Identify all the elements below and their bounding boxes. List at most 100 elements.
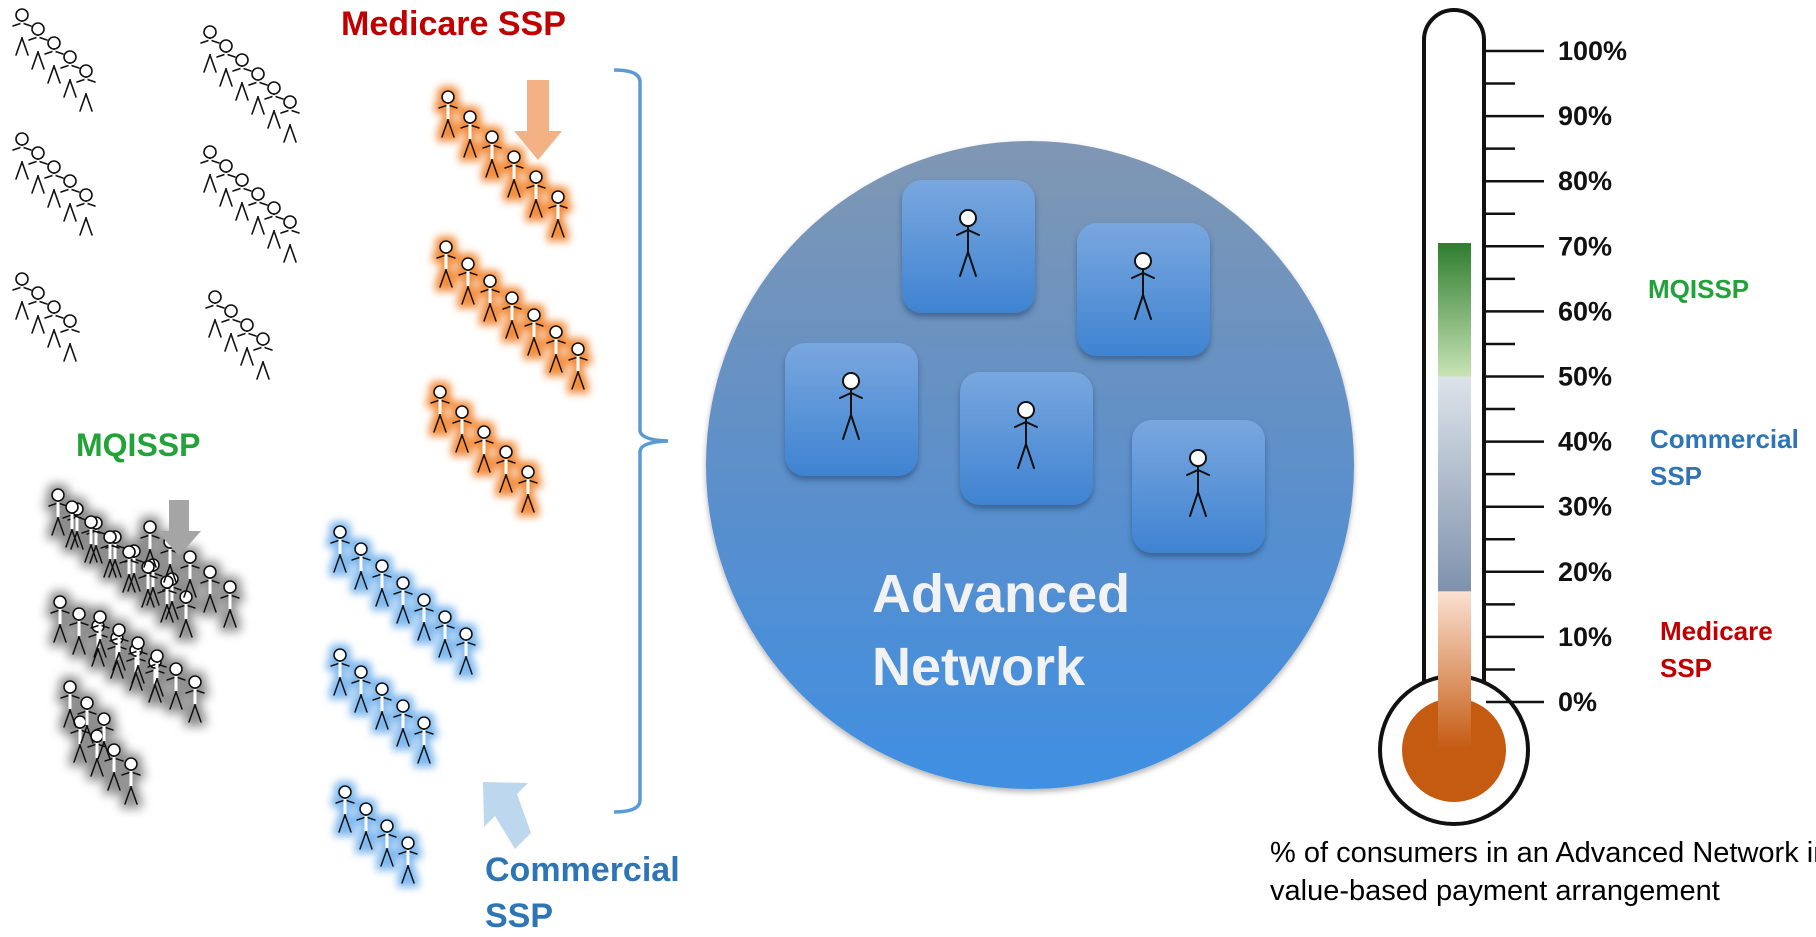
tick-label: 20% bbox=[1558, 557, 1612, 587]
person-icon bbox=[502, 291, 522, 339]
advanced-network: Advanced Network bbox=[706, 141, 1354, 789]
person-icon bbox=[180, 550, 200, 598]
person-icon bbox=[452, 405, 472, 453]
person-icon bbox=[248, 67, 268, 115]
person-icon bbox=[121, 757, 141, 805]
tick-label: 90% bbox=[1558, 101, 1612, 131]
person-icon bbox=[526, 170, 546, 218]
tick-label: 100% bbox=[1558, 36, 1627, 66]
person-icon bbox=[237, 318, 257, 366]
person-icon bbox=[393, 576, 413, 624]
person-icon bbox=[351, 665, 371, 713]
tick-label: 80% bbox=[1558, 166, 1612, 196]
person-icon bbox=[460, 110, 480, 158]
person-icon bbox=[185, 675, 205, 723]
person-icon bbox=[200, 565, 220, 613]
legend-commercial-line2: SSP bbox=[1650, 461, 1703, 491]
person-icon bbox=[200, 25, 220, 73]
person-icon bbox=[264, 81, 284, 129]
diagonal-arrow-icon bbox=[483, 782, 531, 849]
down-arrow-icon bbox=[514, 80, 562, 160]
person-icon bbox=[12, 272, 32, 320]
person-icon bbox=[280, 95, 300, 143]
person-icon bbox=[335, 785, 355, 833]
person-icon bbox=[568, 342, 588, 390]
person-icon bbox=[548, 190, 568, 238]
person-icon bbox=[438, 90, 458, 138]
legend-commercial-line1: Commercial bbox=[1650, 424, 1799, 454]
mqissp-left-label: MQISSP bbox=[76, 427, 201, 463]
person-icon bbox=[393, 699, 413, 747]
person-icon bbox=[430, 385, 450, 433]
thermometer-icon bbox=[1378, 8, 1544, 826]
person-icon bbox=[12, 132, 32, 180]
person-icon bbox=[28, 146, 48, 194]
person-icon bbox=[518, 465, 538, 513]
person-icon bbox=[90, 610, 110, 658]
crowd-commercial bbox=[330, 525, 476, 884]
thermometer-caption-line1: % of consumers in an Advanced Network in bbox=[1270, 837, 1816, 869]
person-icon bbox=[372, 559, 392, 607]
person-icon bbox=[76, 64, 96, 112]
person-icon bbox=[398, 836, 418, 884]
person-icon bbox=[205, 290, 225, 338]
person-icon bbox=[436, 240, 456, 288]
tick-label: 60% bbox=[1558, 296, 1612, 326]
crowd-unassigned bbox=[12, 8, 300, 380]
bar-commercial bbox=[1438, 376, 1471, 592]
legend-medicare-line2: SSP bbox=[1660, 653, 1713, 683]
person-icon bbox=[60, 50, 80, 98]
person-icon bbox=[166, 662, 186, 710]
person-icon bbox=[176, 590, 196, 638]
person-icon bbox=[504, 150, 524, 198]
person-icon bbox=[69, 607, 89, 655]
tick-label: 40% bbox=[1558, 427, 1612, 457]
person-icon bbox=[458, 257, 478, 305]
tick-label: 30% bbox=[1558, 492, 1612, 522]
tick-label: 0% bbox=[1558, 687, 1597, 717]
person-icon bbox=[44, 36, 64, 84]
person-icon bbox=[377, 819, 397, 867]
network-label-line1: Advanced bbox=[872, 564, 1130, 624]
person-icon bbox=[264, 201, 284, 249]
person-icon bbox=[145, 655, 165, 703]
commercial-bottom-label-line1: Commercial bbox=[485, 851, 680, 889]
person-icon bbox=[496, 445, 516, 493]
person-icon bbox=[216, 39, 236, 87]
person-icon bbox=[253, 332, 273, 380]
person-icon bbox=[474, 425, 494, 473]
crowd-medicare bbox=[430, 90, 588, 513]
person-icon bbox=[248, 187, 268, 235]
person-icon bbox=[482, 130, 502, 178]
person-icon bbox=[60, 174, 80, 222]
person-icon bbox=[200, 145, 220, 193]
network-label-line2: Network bbox=[872, 637, 1086, 697]
legend-medicare-line1: Medicare bbox=[1660, 616, 1773, 646]
person-icon bbox=[50, 595, 70, 643]
bar-mqissp bbox=[1438, 243, 1471, 377]
person-icon bbox=[524, 308, 544, 356]
crowd-mqissp bbox=[48, 488, 240, 805]
person-icon bbox=[356, 802, 376, 850]
person-icon bbox=[456, 627, 476, 675]
person-icon bbox=[221, 304, 241, 352]
person-icon bbox=[28, 286, 48, 334]
person-icon bbox=[435, 610, 455, 658]
person-icon bbox=[232, 173, 252, 221]
person-icon bbox=[372, 682, 392, 730]
tick-label: 70% bbox=[1558, 231, 1612, 261]
person-icon bbox=[76, 188, 96, 236]
person-icon bbox=[351, 542, 371, 590]
person-icon bbox=[60, 314, 80, 362]
person-icon bbox=[44, 300, 64, 348]
person-icon bbox=[220, 580, 240, 628]
person-icon bbox=[44, 160, 64, 208]
bracket-icon bbox=[613, 68, 669, 814]
person-icon bbox=[12, 8, 32, 56]
thermometer-caption-line2: value-based payment arrangement bbox=[1270, 875, 1720, 907]
legend-mqissp: MQISSP bbox=[1648, 274, 1750, 304]
person-icon bbox=[280, 215, 300, 263]
person-icon bbox=[330, 525, 350, 573]
person-icon bbox=[232, 53, 252, 101]
